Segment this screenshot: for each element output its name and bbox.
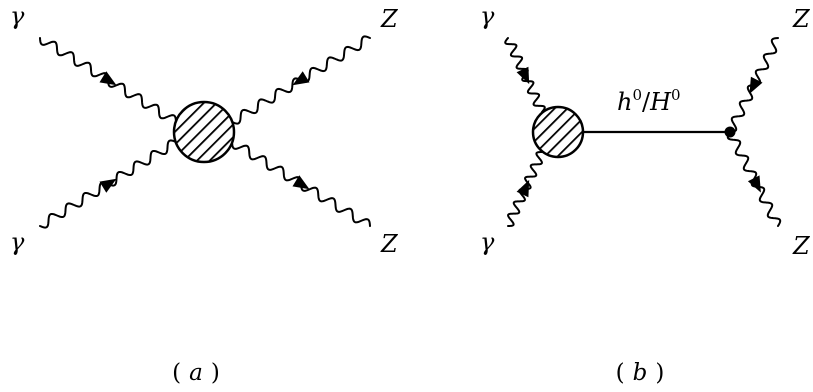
diagram-b: h0/H0 γ γ Z Z (b): [480, 2, 811, 386]
label-h: h: [617, 88, 632, 116]
label-H: H: [649, 88, 672, 116]
diagram-a: γ γ Z Z ( a): [10, 2, 399, 386]
point-vertex: [724, 126, 736, 138]
arrow-icon: [516, 179, 530, 198]
label-slash: /: [642, 88, 651, 116]
arrow-icon: [516, 66, 530, 85]
label-gamma-bottom: γ: [480, 228, 495, 256]
caption-a-close: ): [211, 360, 220, 386]
label-H-sup: 0: [671, 86, 681, 104]
label-z-bottom: Z: [792, 232, 811, 260]
label-z-top: Z: [792, 5, 811, 33]
label-gamma-bottom: γ: [10, 228, 25, 256]
label-gamma-top: γ: [10, 2, 25, 30]
arrow-icon: [99, 178, 117, 193]
caption-a-letter: a: [189, 360, 203, 386]
arrow-icon: [292, 71, 310, 86]
caption-b-close: ): [655, 360, 664, 386]
caption-b-letter: b: [633, 360, 648, 386]
hatched-blob-vertex: [531, 105, 585, 159]
label-h-sup: 0: [632, 86, 642, 104]
caption-a-open: (: [172, 360, 181, 386]
caption-b: ( b): [616, 360, 665, 386]
label-z-bottom: Z: [380, 230, 399, 258]
label-gamma-top: γ: [480, 2, 495, 30]
propagator-label: h0/H0: [617, 86, 681, 116]
caption-a: ( a): [172, 360, 220, 386]
arrow-icon: [292, 175, 310, 190]
label-z-top: Z: [380, 5, 399, 33]
hatched-blob-vertex: [172, 100, 236, 164]
arrow-icon: [99, 71, 117, 86]
arrow-icon: [749, 76, 763, 94]
caption-b-open: (: [616, 360, 625, 386]
arrow-icon: [747, 175, 761, 193]
